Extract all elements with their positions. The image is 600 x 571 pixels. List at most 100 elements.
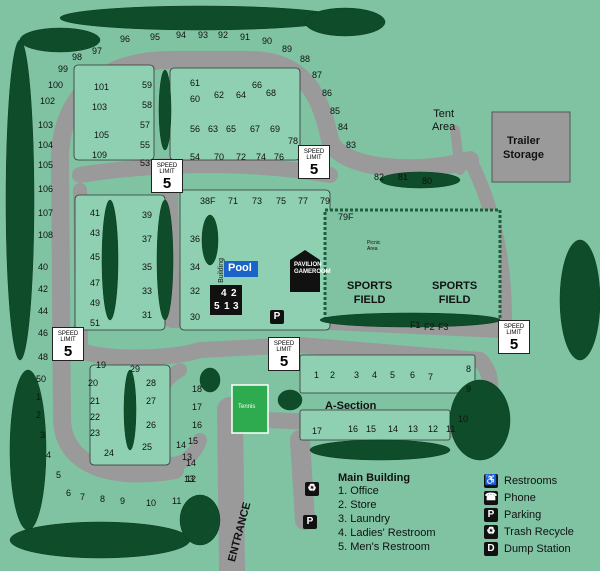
site-number: 49 xyxy=(90,298,101,308)
picnic-area-label: Picnic Area xyxy=(367,240,381,252)
site-number: 36 xyxy=(190,234,201,244)
site-number: 45 xyxy=(90,252,101,262)
site-number: 19 xyxy=(96,360,107,370)
site-number: 92 xyxy=(218,30,229,40)
main-building-num-4: 4 xyxy=(221,288,227,299)
site-number: 83 xyxy=(346,140,357,150)
site-number: 72 xyxy=(236,152,247,162)
site-number: 28 xyxy=(146,378,157,388)
site-number: 86 xyxy=(322,88,333,98)
site-number: 104 xyxy=(38,140,54,150)
site-number: 78 xyxy=(288,136,299,146)
site-number: 14 xyxy=(176,440,187,450)
site-number: 88 xyxy=(300,54,311,64)
legend-label: Restrooms xyxy=(504,475,558,487)
site-number: 39 xyxy=(142,210,153,220)
sports-field-label-1: SPORTS FIELD xyxy=(347,280,393,306)
site-number: 30 xyxy=(190,312,201,322)
site-number: 16 xyxy=(348,424,359,434)
site-number: 64 xyxy=(236,90,247,100)
site-number: 14 xyxy=(186,458,197,468)
main-building-num-5: 5 xyxy=(214,301,220,312)
site-number: 11 xyxy=(446,424,456,434)
dump-station-icon: D xyxy=(484,542,498,556)
site-number: 43 xyxy=(90,228,101,238)
site-number: 82 xyxy=(374,172,385,182)
site-number: 53 xyxy=(140,158,151,168)
road-lower-left xyxy=(72,322,208,366)
site-number: 76 xyxy=(274,152,285,162)
speed-limit-sign: SPEED LIMIT 5 xyxy=(52,327,84,361)
site-number: 11 xyxy=(172,496,182,506)
sports-field-label-2: SPORTS FIELD xyxy=(432,280,478,306)
legend-row: D Dump Station xyxy=(484,542,571,556)
site-number: 1 xyxy=(36,392,42,402)
pool-shape xyxy=(224,261,258,277)
speed-limit-sign: SPEED LIMIT 5 xyxy=(151,159,183,193)
main-building-num-3: 3 xyxy=(233,301,239,312)
site-number: 31 xyxy=(142,310,153,320)
speed-limit-sign: SPEED LIMIT 5 xyxy=(298,145,330,179)
site-number: 26 xyxy=(146,420,157,430)
site-number: 18 xyxy=(192,384,203,394)
site-number: F3 xyxy=(438,322,449,332)
a-section-label: A-Section xyxy=(325,400,377,412)
site-number: 94 xyxy=(176,30,187,40)
site-number: 51 xyxy=(90,318,101,328)
speed-limit-sign: SPEED LIMIT 5 xyxy=(498,320,530,354)
site-number: 35 xyxy=(142,262,153,272)
site-number: 48 xyxy=(38,352,49,362)
site-number: 73 xyxy=(252,196,263,206)
site-number: 8 xyxy=(100,494,106,504)
site-number: 61 xyxy=(190,78,201,88)
site-number: 9 xyxy=(120,496,126,506)
site-number: 15 xyxy=(188,436,199,446)
site-number: 87 xyxy=(312,70,323,80)
recycle-icon: ♻ xyxy=(305,482,319,496)
main-building-item: 4. Ladies' Restroom xyxy=(338,527,436,539)
site-number: 2 xyxy=(330,370,336,380)
main-building-shape xyxy=(210,285,242,315)
site-number: 79 xyxy=(320,196,331,206)
legend-label: Phone xyxy=(504,492,536,504)
road-a-entry xyxy=(290,430,315,530)
main-building-item: 2. Store xyxy=(338,499,377,511)
site-number: 15 xyxy=(366,424,377,434)
site-number: 3 xyxy=(40,430,46,440)
site-number: 37 xyxy=(142,234,153,244)
phone-icon: ☎ xyxy=(484,491,498,505)
legend-label: Dump Station xyxy=(504,543,571,555)
road-entrance xyxy=(217,397,245,571)
site-number: 105 xyxy=(38,160,54,170)
site-number: 16 xyxy=(192,420,203,430)
site-number: 29 xyxy=(130,364,141,374)
site-number: 24 xyxy=(104,448,115,458)
site-number: 1 xyxy=(314,370,320,380)
site-number: 60 xyxy=(190,94,201,104)
site-number: 13 xyxy=(182,452,193,462)
site-number: 71 xyxy=(228,196,239,206)
site-number: 103 xyxy=(92,102,108,112)
site-number: 21 xyxy=(90,396,101,406)
speed-limit-sign: SPEED LIMIT 5 xyxy=(268,337,300,371)
main-building-num-2: 2 xyxy=(231,288,237,299)
site-number: 40 xyxy=(38,262,49,272)
site-number: 98 xyxy=(72,52,83,62)
site-number: 99 xyxy=(58,64,69,74)
site-number: 22 xyxy=(90,412,101,422)
site-number: 17 xyxy=(192,402,203,412)
main-building-item: 1. Office xyxy=(338,485,379,497)
site-number: 41 xyxy=(90,208,101,218)
pavilion-label: PAVILION GAMEROOM xyxy=(294,262,331,275)
site-number: 105 xyxy=(94,130,110,140)
site-number: 2 xyxy=(36,410,42,420)
site-number: 8 xyxy=(466,364,472,374)
site-number: 5 xyxy=(390,370,396,380)
sports-field-area xyxy=(323,208,502,322)
legend-row: ☎ Phone xyxy=(484,491,536,505)
site-number: 12 xyxy=(186,474,197,484)
